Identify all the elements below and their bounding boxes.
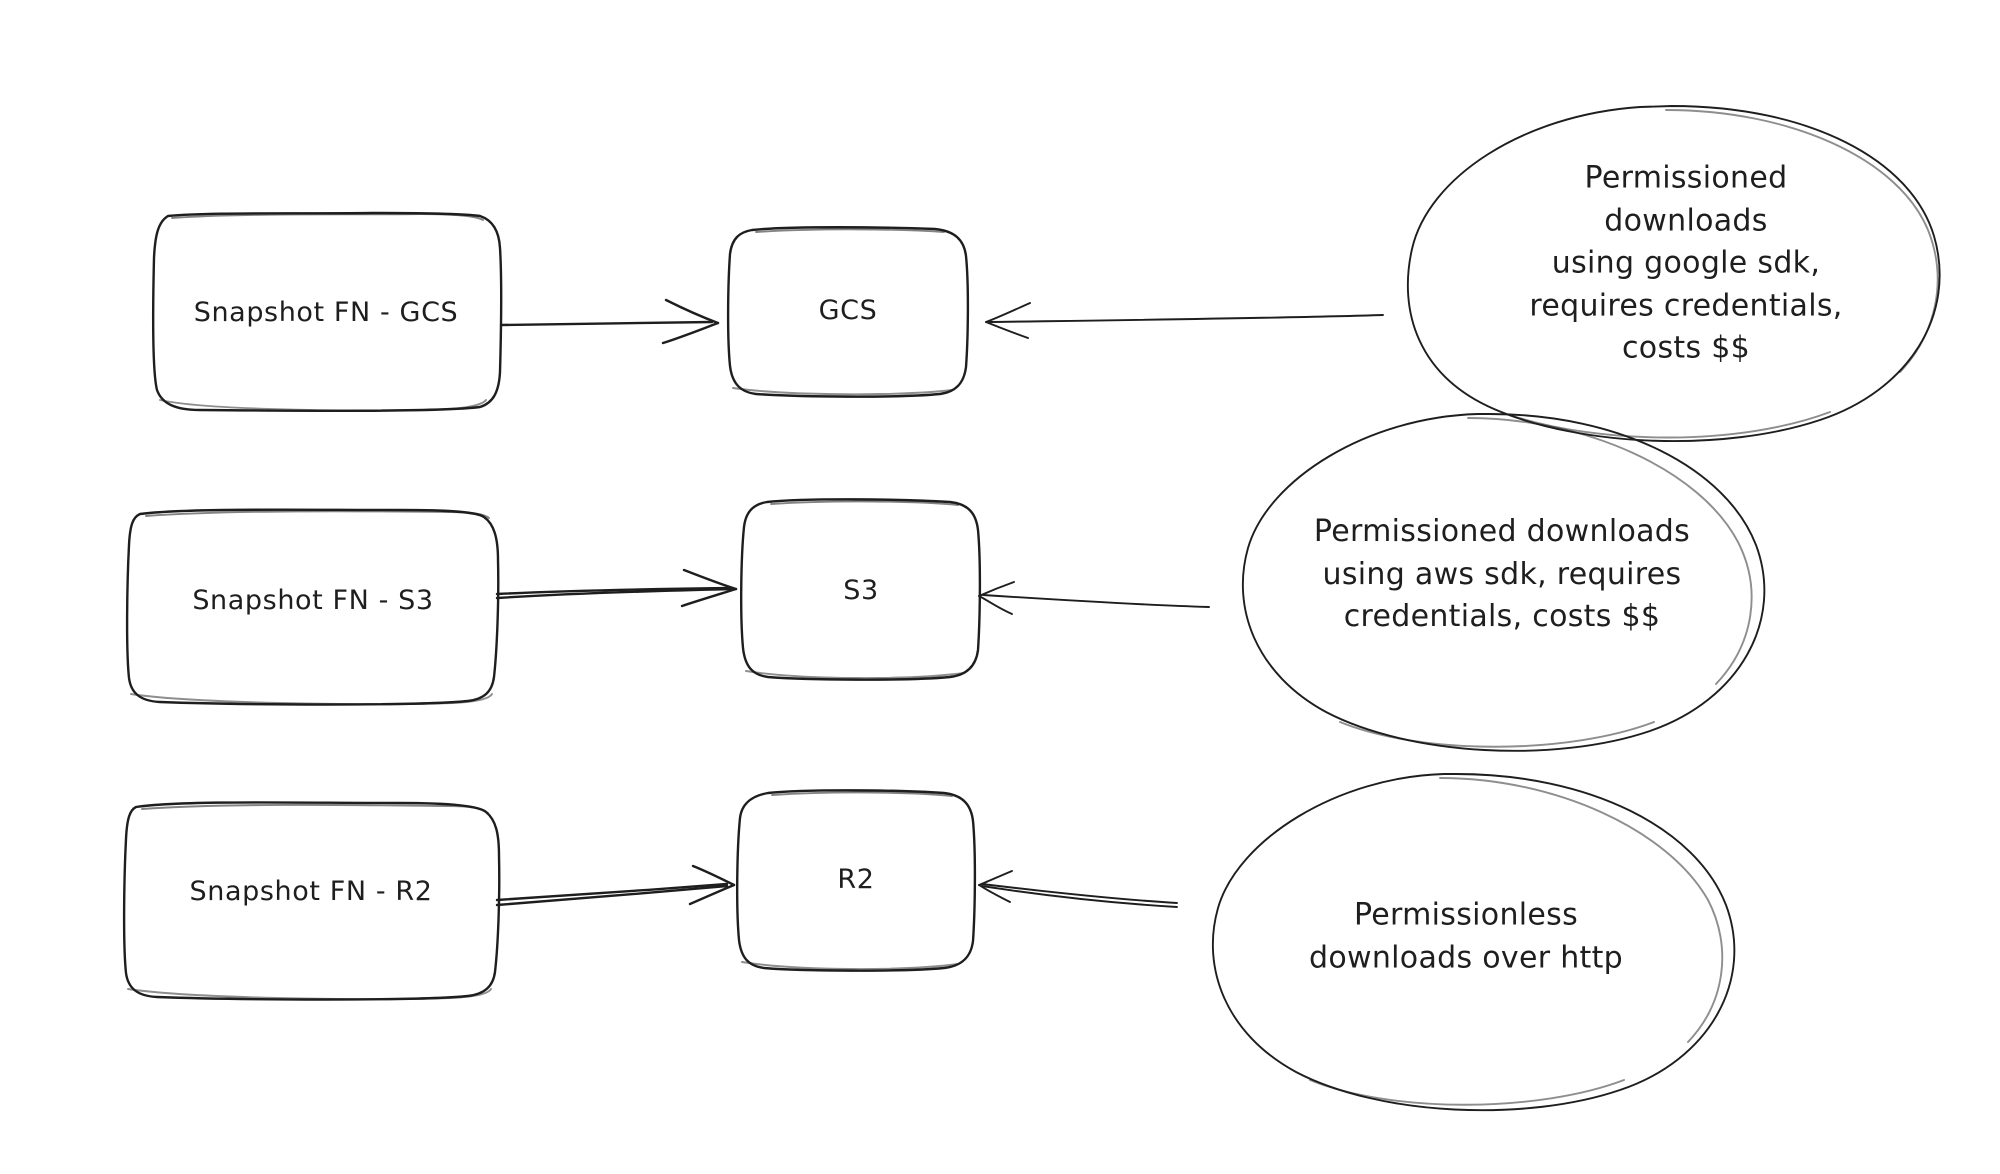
note-shape-r2[interactable] <box>1211 773 1736 1112</box>
note-shape-gcs[interactable] <box>1406 105 1941 442</box>
arrow-r2-download <box>978 870 1178 908</box>
node-shape-s3[interactable] <box>739 498 982 681</box>
node-shape-r2[interactable] <box>735 789 977 972</box>
node-shape-snapshot-fn-r2[interactable] <box>122 801 501 1001</box>
arrow-gcs-upload <box>499 298 720 345</box>
arrow-r2-upload <box>495 864 736 907</box>
node-shape-snapshot-fn-gcs[interactable] <box>151 211 503 413</box>
note-shape-s3[interactable] <box>1241 413 1766 752</box>
arrow-gcs-download <box>985 302 1384 339</box>
arrow-s3-download <box>978 581 1210 615</box>
node-shape-gcs[interactable] <box>726 226 970 398</box>
node-shape-snapshot-fn-s3[interactable] <box>125 508 500 706</box>
arrow-s3-upload <box>495 568 738 608</box>
